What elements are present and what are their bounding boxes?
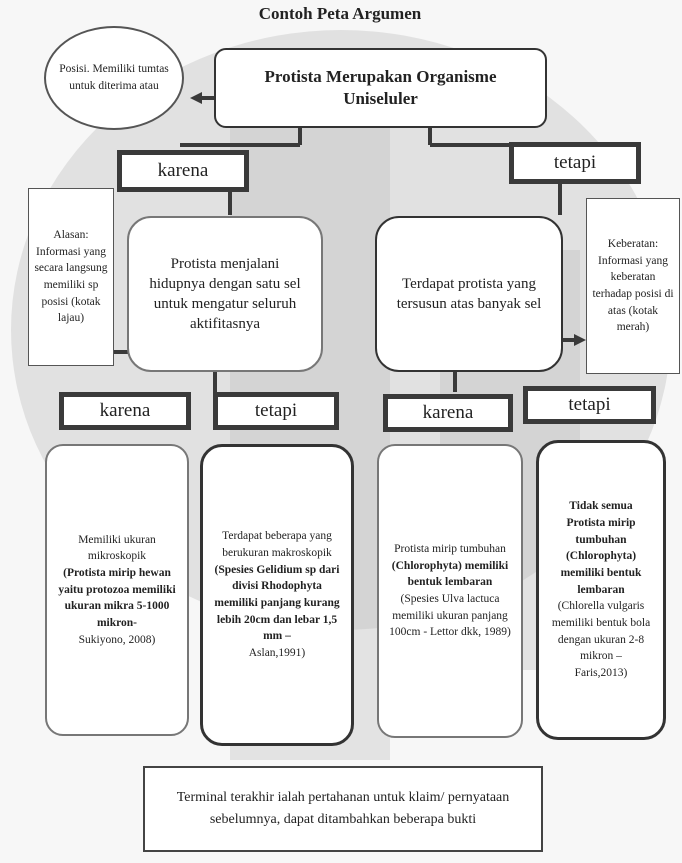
evidence-text: (Spesies Ulva lactuca memiliki ukuran pa… <box>389 593 511 639</box>
evidence-text: (Chlorophyta) memiliki bentuk lembaran <box>560 550 642 596</box>
evidence-text: (Spesies Gelidium sp dari divisi Rhodoph… <box>214 563 340 643</box>
connector-tetapi-left-bottom: tetapi <box>213 392 339 430</box>
connector-karena-left-bottom: karena <box>59 392 191 430</box>
connector-label: karena <box>99 400 151 421</box>
diagram-title: Contoh Peta Argumen <box>258 4 422 23</box>
objection-definition-note: Keberatan: Informasi yang keberatan terh… <box>586 198 680 374</box>
position-note-ellipse: Posisi. Memiliki tumtas untuk diterima a… <box>44 26 184 130</box>
evidence-box-4: Tidak semua Protista mirip tumbuhan (Chl… <box>536 440 666 740</box>
root-claim-box: Protista Merupakan Organisme Uniseluler <box>214 48 547 128</box>
evidence-text: Terdapat beberapa yang berukuran makrosk… <box>222 530 332 559</box>
evidence-box-1: Memiliki ukuran mikroskopik (Protista mi… <box>45 444 189 736</box>
connector-label: karena <box>157 160 209 181</box>
connector-tetapi-top: tetapi <box>509 142 641 184</box>
reason-definition-note: Alasan: Informasi yang secara langsung m… <box>28 188 114 366</box>
connector-label: tetapi <box>568 394 611 415</box>
objection-definition-text: Keberatan: Informasi yang keberatan terh… <box>592 237 674 334</box>
evidence-box-3: Protista mirip tumbuhan (Chlorophyta) me… <box>377 444 523 738</box>
evidence-text: Memiliki ukuran mikroskopik <box>78 533 156 563</box>
footer-note-box: Terminal terakhir ialah pertahanan untuk… <box>143 766 543 852</box>
position-note-text: Posisi. Memiliki tumtas untuk diterima a… <box>59 63 169 92</box>
connector-label: karena <box>422 402 474 423</box>
evidence-text: Sukiyono, 2008) <box>78 633 156 646</box>
root-claim-text: Protista Merupakan Organisme Uniseluler <box>264 66 497 108</box>
connector-karena-top: karena <box>117 150 249 192</box>
connector-label: tetapi <box>553 152 597 173</box>
footer-note-text: Terminal terakhir ialah pertahanan untuk… <box>176 790 510 827</box>
evidence-text: (Protista mirip hewan yaitu protozoa mem… <box>58 566 176 629</box>
reason-definition-text: Alasan: Informasi yang secara langsung m… <box>34 228 108 325</box>
connector-karena-right-bottom: karena <box>383 394 513 432</box>
evidence-text: (Chlorophyta) memiliki bentuk lembaran <box>391 559 509 589</box>
evidence-text: (Chlorella vulgaris memiliki bentuk bola… <box>551 600 651 663</box>
reason-left-text: Protista menjalani hidupnya dengan satu … <box>149 255 301 333</box>
evidence-box-2: Terdapat beberapa yang berukuran makrosk… <box>200 444 354 746</box>
objection-box-right: Terdapat protista yang tersusun atas ban… <box>375 216 563 372</box>
evidence-text: Tidak semua Protista mirip tumbuhan <box>566 500 636 546</box>
reason-box-left: Protista menjalani hidupnya dengan satu … <box>127 216 323 372</box>
evidence-text: Faris,2013) <box>574 667 628 680</box>
connector-tetapi-right-bottom: tetapi <box>523 386 656 424</box>
evidence-text: Aslan,1991) <box>248 647 306 660</box>
connector-label: tetapi <box>254 400 298 421</box>
evidence-text: Protista mirip tumbuhan <box>394 542 506 555</box>
reason-right-text: Terdapat protista yang tersusun atas ban… <box>396 275 542 312</box>
